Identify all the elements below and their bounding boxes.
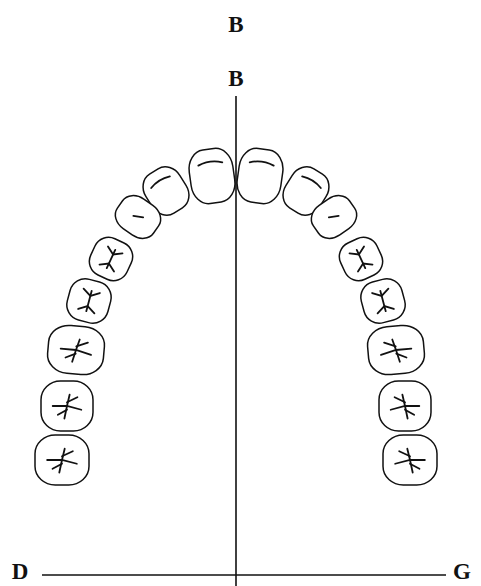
- tooth: [35, 435, 89, 485]
- tooth: [46, 324, 106, 377]
- tooth: [306, 190, 363, 245]
- teeth-group: [35, 146, 437, 485]
- tooth: [186, 146, 237, 206]
- buccal-groove: [58, 410, 67, 415]
- distal-fossa: [82, 289, 100, 298]
- tooth-outline: [63, 275, 114, 326]
- tooth-outline: [334, 232, 387, 285]
- side-letter: D: [12, 560, 29, 583]
- axis-letter: B: [228, 67, 243, 90]
- buccal-groove: [396, 353, 406, 359]
- tooth-outline: [41, 381, 93, 431]
- buccal-groove: [405, 410, 414, 415]
- incisal-edge: [250, 160, 274, 166]
- tooth-outline: [383, 435, 437, 485]
- mesial-fossa: [356, 260, 373, 271]
- buccal-groove: [53, 464, 62, 469]
- incisal-edge: [150, 175, 170, 188]
- tooth: [366, 324, 426, 377]
- tooth-outline: [306, 190, 363, 245]
- distal-fossa: [350, 247, 367, 258]
- tooth: [379, 381, 431, 431]
- buccal-groove: [66, 353, 76, 359]
- lingual-groove: [395, 397, 405, 402]
- tooth-outline: [84, 232, 137, 285]
- axis-letter: B: [228, 13, 243, 36]
- tooth: [357, 275, 408, 326]
- tooth: [63, 275, 114, 326]
- midline-axis: [235, 96, 237, 586]
- transverse-axis: [42, 574, 446, 576]
- mesial-fossa: [78, 304, 96, 313]
- tooth-outline: [366, 324, 426, 377]
- cusp-tip: [133, 212, 143, 221]
- incisal-edge: [302, 175, 322, 188]
- mesial-fossa: [376, 304, 394, 313]
- side-letter: G: [453, 560, 471, 583]
- tooth-outline: [379, 381, 431, 431]
- tooth: [383, 435, 437, 485]
- buccal-groove: [410, 464, 419, 469]
- tooth-outline: [110, 190, 167, 245]
- tooth: [110, 190, 167, 245]
- tooth-outline: [35, 435, 89, 485]
- lingual-groove: [67, 397, 77, 402]
- tooth-outline: [234, 146, 285, 206]
- tooth-outline: [46, 324, 106, 377]
- tooth: [234, 146, 285, 206]
- mesial-fossa: [100, 260, 117, 271]
- lingual-groove: [399, 451, 410, 456]
- tooth: [41, 381, 93, 431]
- tooth: [84, 232, 137, 285]
- lingual-groove: [76, 342, 88, 348]
- distal-fossa: [372, 289, 390, 298]
- tooth: [334, 232, 387, 285]
- tooth-outline: [186, 146, 237, 206]
- distal-fossa: [106, 247, 123, 258]
- incisal-edge: [198, 160, 222, 166]
- lingual-groove: [384, 342, 396, 348]
- lingual-groove: [62, 451, 73, 456]
- tooth-outline: [357, 275, 408, 326]
- cusp-tip: [329, 212, 339, 221]
